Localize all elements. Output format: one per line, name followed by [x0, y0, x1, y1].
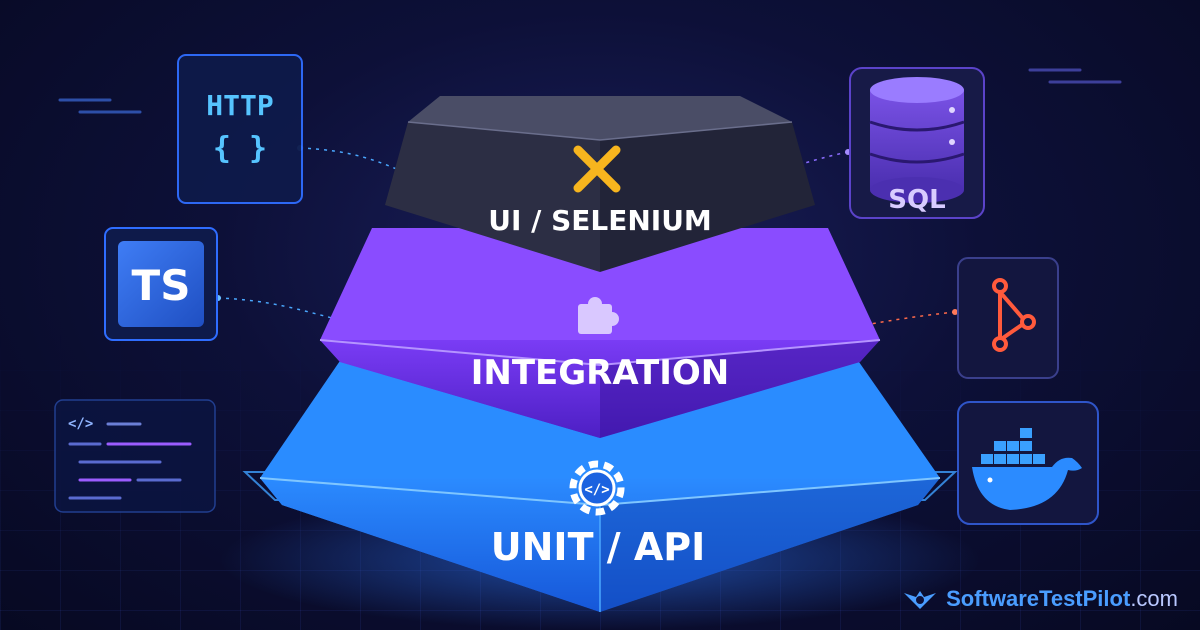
git-branch-icon	[992, 278, 1036, 352]
typescript-tile: TS	[104, 227, 218, 341]
tier-middle	[319, 228, 881, 438]
http-tile: HTTP { }	[177, 54, 303, 204]
docker-whale-icon	[972, 428, 1082, 510]
code-tile: </>	[54, 399, 216, 513]
docker-tile	[957, 401, 1099, 525]
connector-dot	[952, 309, 958, 315]
puzzle-icon	[578, 297, 619, 334]
http-braces-icon: { }	[213, 131, 267, 166]
database-tile: SQL	[849, 67, 985, 219]
code-gear-icon: </>	[569, 460, 625, 516]
database-icon	[869, 77, 965, 203]
http-tile-title: HTTP	[206, 89, 273, 122]
database-label: SQL	[888, 185, 945, 215]
code-lines-icon: </>	[68, 416, 93, 432]
brand-tld: .com	[1130, 586, 1178, 611]
typescript-icon	[118, 241, 204, 327]
tier-label-middle: INTEGRATION	[471, 353, 730, 393]
git-tile	[957, 257, 1059, 379]
svg-text:</>: </>	[584, 482, 609, 498]
typescript-label: TS	[132, 261, 191, 310]
pilot-wings-icon	[904, 591, 937, 609]
x-icon	[573, 145, 621, 193]
brand-name: SoftwareTestPilot	[946, 586, 1131, 611]
tier-label-bottom: UNIT / API	[491, 525, 705, 569]
tier-label-top: UI / SELENIUM	[488, 204, 712, 237]
tier-top	[385, 96, 815, 272]
brand-logo: SoftwareTestPilot.com	[902, 586, 1178, 612]
